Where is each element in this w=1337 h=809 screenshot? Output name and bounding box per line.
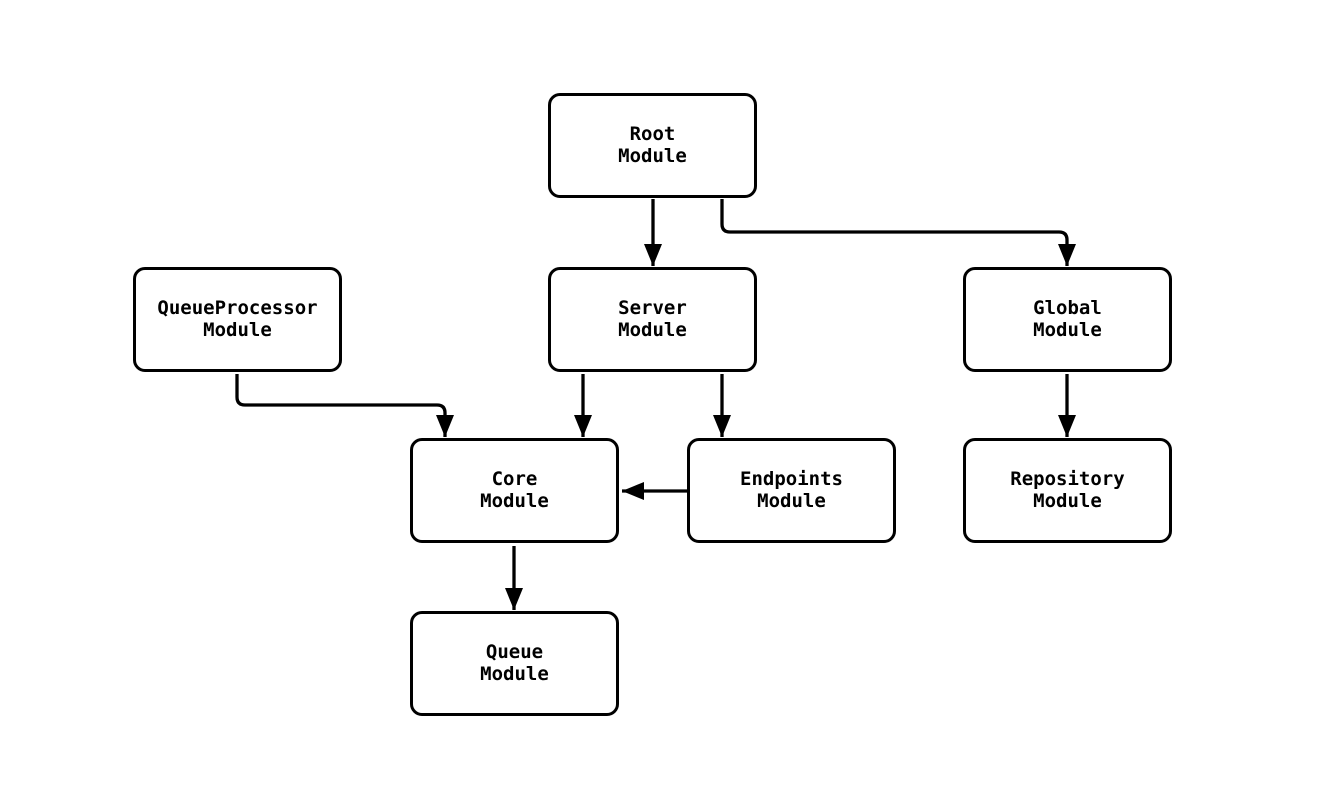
node-queueprocessor-module-label: QueueProcessor Module <box>157 297 318 341</box>
node-root-module: Root Module <box>548 93 757 198</box>
node-endpoints-module: Endpoints Module <box>687 438 896 543</box>
node-server-module-label: Server Module <box>618 297 687 341</box>
node-server-module: Server Module <box>548 267 757 372</box>
edge-root-to-global <box>720 199 1076 266</box>
node-global-module-label: Global Module <box>1033 297 1102 341</box>
node-queueprocessor-module: QueueProcessor Module <box>133 267 342 372</box>
node-queue-module-label: Queue Module <box>480 641 549 685</box>
node-root-module-label: Root Module <box>618 123 687 167</box>
node-repository-module: Repository Module <box>963 438 1172 543</box>
node-endpoints-module-label: Endpoints Module <box>740 468 843 512</box>
edge-queueprocessor-to-core <box>235 374 454 437</box>
node-core-module: Core Module <box>410 438 619 543</box>
node-core-module-label: Core Module <box>480 468 549 512</box>
node-queue-module: Queue Module <box>410 611 619 716</box>
node-global-module: Global Module <box>963 267 1172 372</box>
node-repository-module-label: Repository Module <box>1010 468 1125 512</box>
